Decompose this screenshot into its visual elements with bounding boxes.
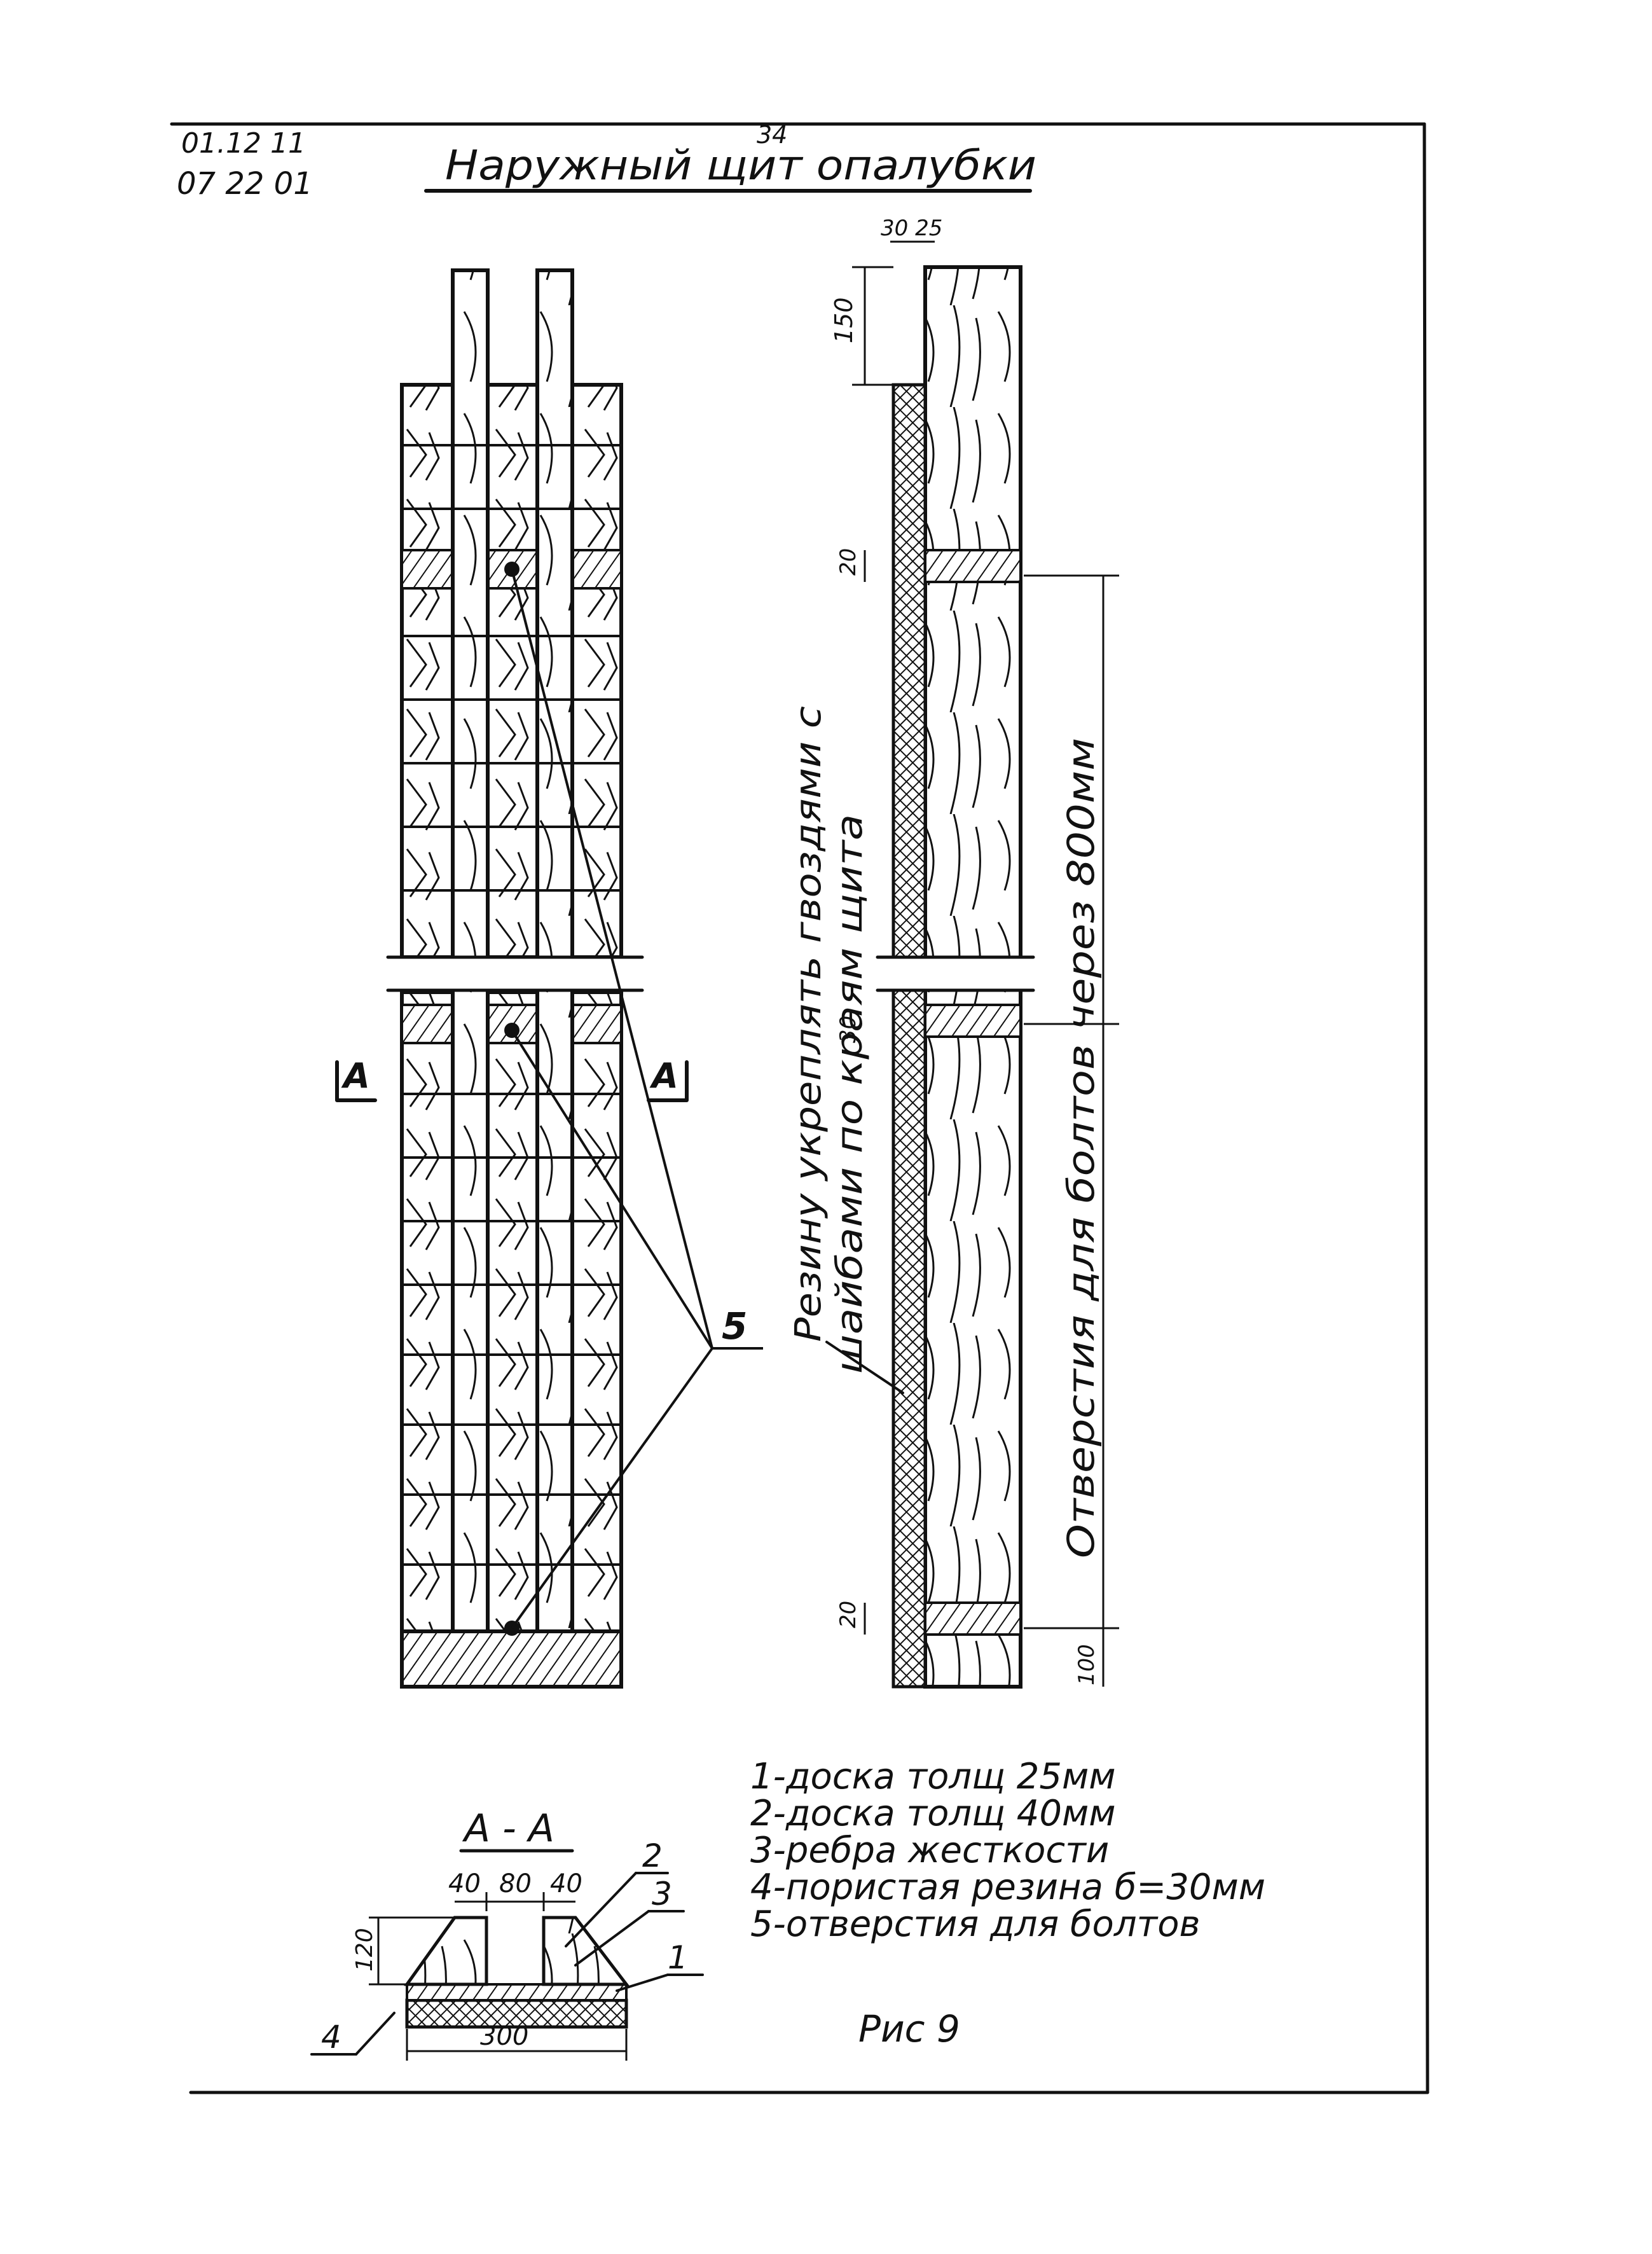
doc-code-line1: 01.12 11 [181,127,306,160]
section-dim-width: 300 [480,2022,528,2051]
front-bottom-board [400,1629,623,1689]
dim-gap-top: 20 [836,548,861,576]
legend-item-1: 1-доска толщ 25мм [750,1756,1116,1797]
dim-gap-mid: 30 [836,1016,861,1043]
section-rib-left [404,1916,488,1986]
section-dim-mid: 80 [499,1869,532,1898]
section-mark-right: A [647,1056,689,1102]
side-rubber-layer [891,383,927,1689]
side-cross-board-top [924,549,1022,583]
note-holes: Отверстия для болтов через 800мм [1059,738,1103,1558]
section-mark-left: A [335,1056,377,1102]
svg-text:A: A [649,1056,678,1096]
front-view: A A 5 [335,268,763,1689]
section-callout-3: 3 [652,1876,672,1912]
front-lower-panel [400,990,623,1689]
stiffener-rib-right [535,268,574,1633]
dim-gap-bottom: 20 [836,1601,861,1628]
callout-5-leaders [511,569,763,1629]
front-grid [402,444,621,1566]
note-rubber-line1: Резину укреплять гвоздями с [788,706,829,1342]
section-aa-title: А - А [462,1806,554,1851]
section-dim-height: 120 [352,1928,378,1972]
front-break-gap [382,957,649,990]
side-dimensions [852,240,1119,1687]
side-cross-board-bottom [924,1601,1022,1636]
front-upper-panel [400,383,623,959]
section-rib-right [542,1916,630,1986]
section-dimensions [369,1892,628,2061]
side-view: 30 25 150 20 30 20 100 Резину укреплять … [788,216,1119,1689]
section-dim-left: 40 [448,1869,481,1898]
dim-bottom: 100 [1074,1644,1099,1685]
stiffener-rib-left [451,268,490,1633]
dim-top-height: 150 [830,297,858,343]
header: 01.12 11 07 22 01 Наружный щит опалубки … [177,121,1036,202]
dim-top-widths: 30 25 [881,216,942,241]
side-cross-board-mid [924,1004,1022,1038]
page-number: 34 [757,121,787,149]
figure-label: Рис 9 [858,2007,960,2050]
legend-item-4: 4-пористая резина б=30мм [750,1867,1265,1908]
section-callout-4: 4 [321,2019,341,2056]
legend-item-2: 2-доска толщ 40мм [750,1793,1116,1834]
page-title: Наружный щит опалубки [445,142,1036,190]
sheet-border [170,122,1429,2094]
legend-item-3: 3-ребра жесткости [750,1830,1109,1871]
section-callouts [310,1872,704,2056]
callout-5: 5 [722,1304,747,1348]
doc-code-line2: 07 22 01 [177,166,313,202]
note-rubber-leader [825,1341,904,1394]
side-break-gap [878,957,1036,990]
section-callout-1: 1 [668,1939,688,1976]
section-aa: А - А 40 80 40 120 300 [310,1806,704,2061]
section-callout-2: 2 [642,1837,663,1874]
legend-item-5: 5-отверстия для болтов [750,1904,1201,1945]
section-board [406,1983,628,2002]
note-rubber-line2: шайбами по краям щита [829,814,871,1374]
legend: 1-доска толщ 25мм 2-доска толщ 40мм 3-ре… [750,1756,1265,1945]
svg-text:A: A [341,1056,370,1096]
section-dim-right: 40 [550,1869,582,1898]
